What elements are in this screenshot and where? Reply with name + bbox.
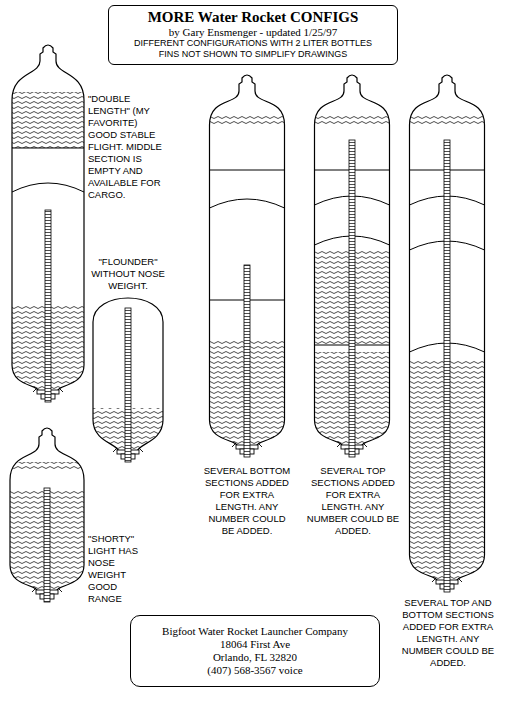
subtitle-text: DIFFERENT CONFIGURATIONS WITH 2 LITER BO… — [114, 38, 392, 49]
config-note: SEVERAL BOTTOM SECTIONS ADDED FOR EXTRA … — [201, 465, 293, 537]
water-rocket — [315, 75, 390, 457]
subtitle-text: FINS NOT SHOWN TO SIMPLIFY DRAWINGS — [114, 49, 392, 60]
address-line: Orlando, FL 32820 — [137, 651, 373, 664]
address-line: 18064 First Ave — [137, 638, 373, 651]
water-rocket — [210, 75, 285, 457]
water-rocket — [410, 75, 485, 592]
launch-tube — [125, 308, 131, 462]
bottle-seam — [12, 183, 84, 192]
bottle-seam — [12, 148, 84, 149]
config-note: SEVERAL TOP AND BOTTOM SECTIONS ADDED FO… — [396, 597, 500, 669]
title-box: MORE Water Rocket CONFIGSby Gary Ensmeng… — [108, 5, 398, 65]
launch-tube — [444, 140, 450, 592]
title-text: MORE Water Rocket CONFIGS — [114, 9, 392, 26]
address-box: Bigfoot Water Rocket Launcher Company180… — [130, 615, 380, 687]
water — [10, 462, 84, 470]
water-rocket — [10, 428, 84, 602]
launch-tube — [44, 488, 50, 602]
address-line: (407) 568-3567 voice — [137, 664, 373, 677]
launch-tube — [45, 210, 51, 402]
water — [12, 92, 84, 148]
water — [210, 116, 285, 125]
config-note: SEVERAL TOP SECTIONS ADDED FOR EXTRA LEN… — [306, 465, 400, 537]
water-rocket — [93, 298, 163, 462]
bottle-seam — [210, 199, 285, 208]
water — [410, 116, 485, 125]
subtitle-text: by Gary Ensmenger - updated 1/25/97 — [114, 26, 392, 38]
water — [315, 116, 390, 125]
bottle-seam — [210, 170, 285, 171]
config-note: "FLOUNDER" WITHOUT NOSE WEIGHT. — [84, 256, 172, 292]
launch-tube — [349, 140, 355, 457]
config-note: "DOUBLE LENGTH" (MY FAVORITE) GOOD STABL… — [88, 93, 164, 201]
address-line: Bigfoot Water Rocket Launcher Company — [137, 625, 373, 638]
launch-tube — [244, 265, 250, 457]
config-note: "SHORTY" LIGHT HAS NOSE WEIGHT GOOD RANG… — [88, 533, 146, 605]
water-rocket — [12, 45, 84, 402]
